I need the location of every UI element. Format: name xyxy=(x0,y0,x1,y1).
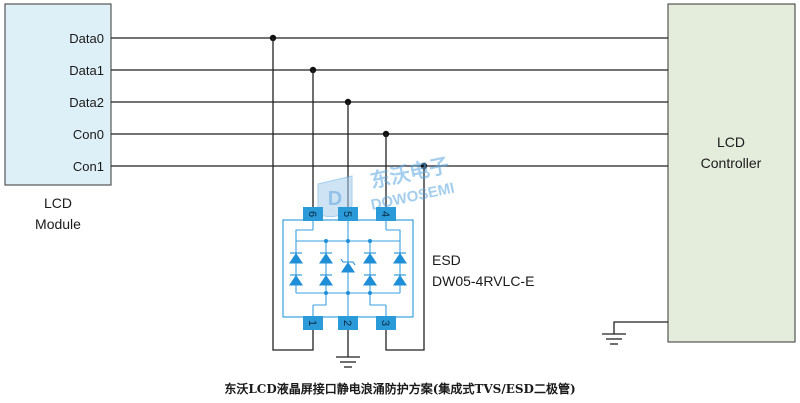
pin-number-5: 5 xyxy=(341,211,353,217)
signal-label-data2: Data2 xyxy=(69,95,104,110)
diode-array-icon xyxy=(288,252,408,286)
pin-5 xyxy=(338,207,358,221)
lcd-module-box xyxy=(4,3,112,186)
pin-1 xyxy=(303,316,323,330)
internal-dots xyxy=(324,239,372,295)
pin-2 xyxy=(338,316,358,330)
signal-lines xyxy=(111,37,668,167)
lcd-module-label-line1: LCD xyxy=(44,195,72,211)
signal-label-con1: Con1 xyxy=(73,159,104,174)
pin-number-2: 2 xyxy=(341,320,353,326)
tap-wires xyxy=(272,38,425,357)
pin-number-4: 4 xyxy=(379,211,391,217)
pin-number-1: 1 xyxy=(306,320,318,326)
watermark-shield-letter: D xyxy=(328,188,342,210)
pin-4 xyxy=(376,207,396,221)
pin-number-3: 3 xyxy=(379,320,391,326)
diagram-caption: 东沃LCD液晶屏接口静电浪涌防护方案(集成式TVS/ESD二极管) xyxy=(224,381,575,396)
signal-label-data1: Data1 xyxy=(69,63,104,78)
controller-ground-icon xyxy=(602,321,668,345)
esd-label-line1: ESD xyxy=(432,252,461,268)
ground-icon xyxy=(336,356,360,368)
esd-chip: 6 5 4 1 2 3 xyxy=(282,207,414,330)
lcd-module-label-line2: Module xyxy=(35,216,81,232)
signal-label-con0: Con0 xyxy=(73,127,104,142)
pin-3 xyxy=(376,316,396,330)
wire-data0-to-pin1 xyxy=(272,38,314,351)
signal-label-data0: Data0 xyxy=(69,31,104,46)
lcd-controller-label-line2: Controller xyxy=(701,155,762,171)
lcd-controller-box xyxy=(667,3,796,343)
wire-con1-to-pin3 xyxy=(385,166,425,351)
lcd-controller-label-line1: LCD xyxy=(717,134,745,150)
pin-number-6: 6 xyxy=(306,211,318,217)
esd-part-number: DW05-4RVLC-E xyxy=(432,273,534,289)
pin-6 xyxy=(303,207,323,221)
